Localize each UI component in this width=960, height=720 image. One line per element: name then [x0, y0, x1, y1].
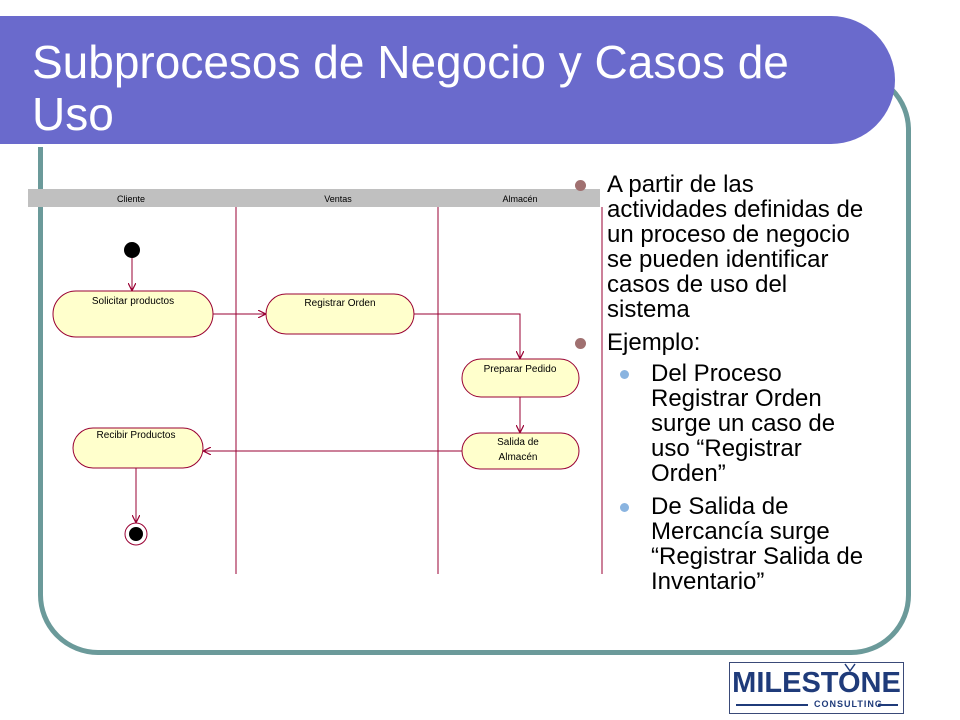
activity-label-salida-2: Almacén [499, 452, 538, 463]
logo-rule-left [736, 704, 808, 706]
sub-bullet-dot-icon [620, 503, 629, 512]
bullet-text-1: A partir de las actividades definidas de… [607, 171, 864, 323]
lane-label-cliente: Cliente [117, 194, 145, 204]
bullet-dot-icon [575, 180, 586, 191]
activity-label-solicitar: Solicitar productos [92, 296, 174, 307]
lane-label-ventas: Ventas [324, 194, 352, 204]
bullet-item: Ejemplo: Del Proceso Registrar Orden sur… [575, 330, 875, 594]
activity-diagram: Cliente Ventas Almacén Solicitar product… [28, 189, 603, 574]
title-band: Subprocesos de Negocio y Casos de Uso [0, 16, 895, 147]
sub-bullet-item: Del Proceso Registrar Orden surge un cas… [607, 361, 875, 486]
lane-header-bar [28, 189, 600, 207]
sub-bullet-item: De Salida de Mercancía surge “Registrar … [607, 494, 875, 594]
bullet-dot-icon [575, 338, 586, 349]
logo-arrow-icon [844, 663, 856, 673]
sub-bullet-text-1: Del Proceso Registrar Orden surge un cas… [651, 360, 836, 487]
initial-node [124, 242, 140, 258]
activity-recibir-productos [72, 427, 204, 469]
sub-bullet-dot-icon [620, 370, 629, 379]
activity-label-salida-1: Salida de [497, 437, 539, 448]
sub-bullet-list: Del Proceso Registrar Orden surge un cas… [607, 361, 875, 594]
final-node [129, 527, 143, 541]
slide-title: Subprocesos de Negocio y Casos de Uso [32, 36, 789, 140]
logo-subtitle: CONSULTING [814, 699, 883, 709]
bullet-text-2: Ejemplo: [607, 329, 701, 356]
activity-label-registrar: Registrar Orden [304, 298, 375, 309]
logo-wordmark: MILESTONE [732, 667, 901, 699]
milestone-logo: MILESTONE CONSULTING [729, 662, 904, 714]
sub-bullet-text-2: De Salida de Mercancía surge “Registrar … [651, 493, 864, 595]
title-underline [0, 144, 850, 147]
logo-rule-right [878, 704, 898, 706]
bullet-item: A partir de las actividades definidas de… [575, 172, 875, 322]
bullet-list: A partir de las actividades definidas de… [575, 172, 875, 602]
activity-label-preparar: Preparar Pedido [484, 364, 557, 375]
lane-label-almacen: Almacén [502, 194, 537, 204]
activity-label-recibir: Recibir Productos [97, 430, 176, 441]
flow-registrar-preparar [414, 313, 520, 358]
